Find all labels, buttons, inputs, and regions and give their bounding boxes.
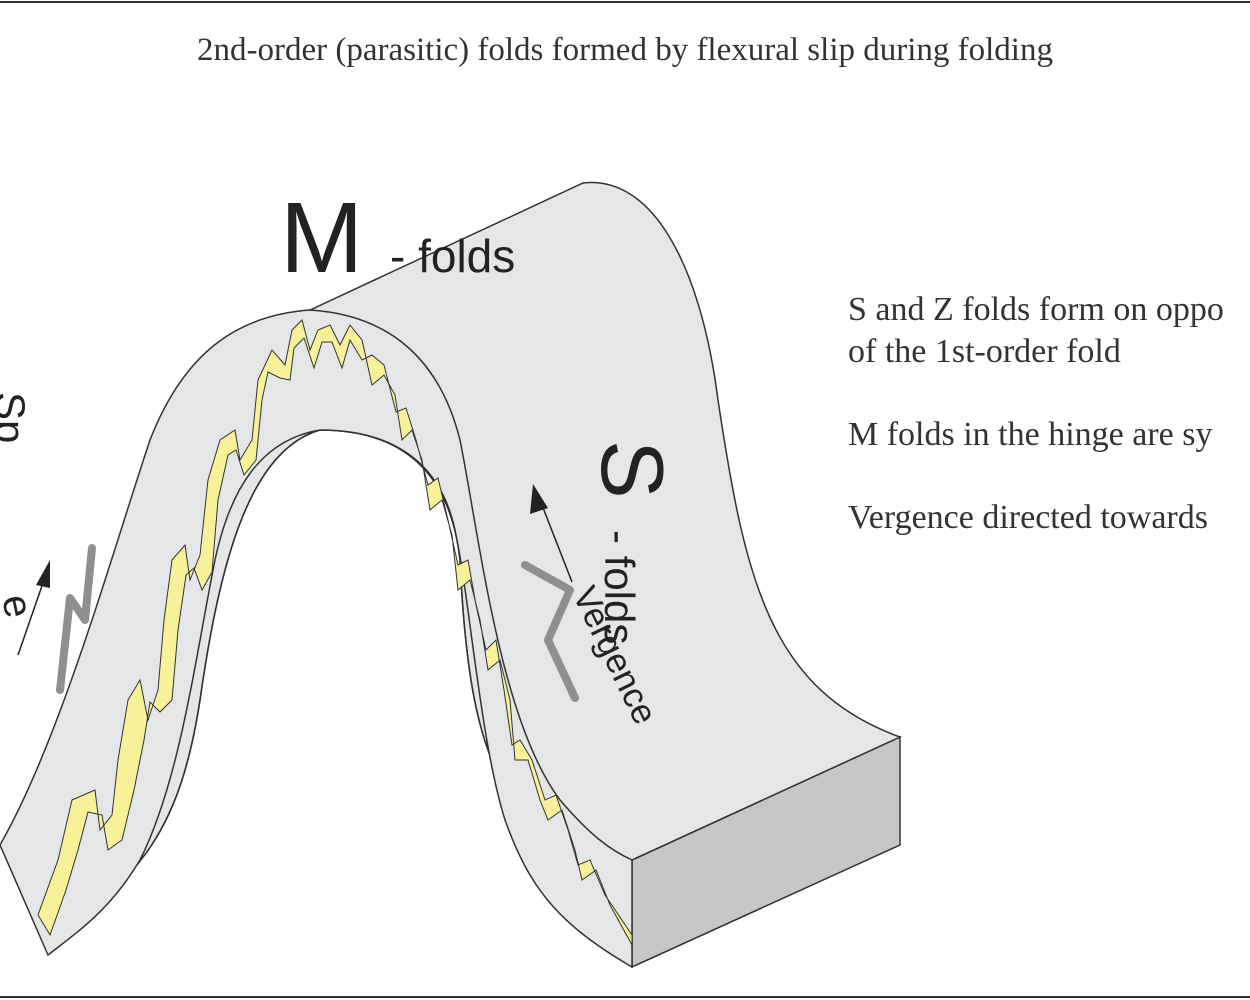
note-line-3: M folds in the hinge are sy xyxy=(848,416,1213,453)
left-vergence-arrow-icon xyxy=(36,560,50,588)
right-vergence-arrow-shaft xyxy=(539,499,573,583)
left-vergence-arrow-shaft xyxy=(17,579,45,656)
right-fold-symbol xyxy=(521,561,579,702)
note-line-2: of the 1st-order fold xyxy=(848,333,1121,370)
marker-bed-parasitic-folds xyxy=(37,319,633,946)
s-folds-suffix: - folds xyxy=(596,530,643,644)
s-folds-letter: S xyxy=(583,440,682,499)
left-fold-symbol xyxy=(56,544,96,694)
m-folds-letter: M xyxy=(280,182,363,294)
note-line-1: S and Z folds form on oppo xyxy=(848,291,1224,328)
figure-title: 2nd-order (parasitic) folds formed by fl… xyxy=(197,32,1053,68)
note-line-4: Vergence directed towards xyxy=(848,499,1208,536)
right-vergence-arrow-icon xyxy=(530,484,548,514)
left-edge-label-top: Sp xyxy=(0,392,34,443)
layer-front-face xyxy=(0,309,633,969)
m-folds-suffix: - folds xyxy=(390,230,515,282)
left-edge-label-bottom: e xyxy=(0,591,41,622)
